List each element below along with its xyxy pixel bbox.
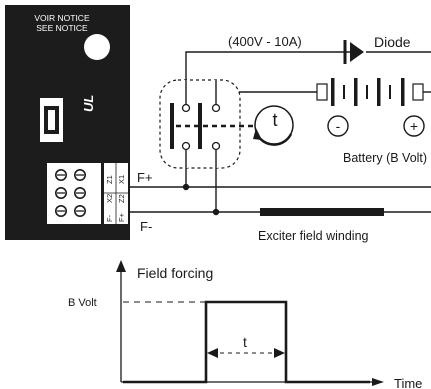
battery-symbol (316, 78, 424, 106)
fuse (40, 98, 63, 142)
terminal-label-x2: X2 (105, 194, 114, 203)
battery-minus-sign: - (336, 118, 341, 134)
terminal-block: F- X2 Z1 F+ Z2 X1 (47, 163, 128, 224)
terminal-label-z2: Z2 (117, 194, 126, 203)
notice-line2: SEE NOTICE (36, 23, 88, 33)
ul-mark-text: UL (81, 95, 96, 112)
y-axis-arrow (116, 260, 126, 272)
terminal-label-f-minus: F- (105, 214, 114, 222)
mounting-hole (84, 34, 110, 60)
x-axis-label: Time (394, 376, 422, 389)
timer-relay (159, 79, 274, 169)
notice-line1: VOIR NOTICE (34, 13, 90, 23)
diode-symbol (343, 40, 364, 64)
battery-minus-terminal: - (327, 115, 349, 137)
timer-icon: t (253, 105, 294, 146)
terminal-label-f-plus: F+ (117, 212, 126, 222)
pulse-width-arrow-left (207, 348, 218, 358)
graph-title: Field forcing (137, 265, 213, 281)
y-marker-label: B Volt (68, 297, 97, 309)
terminal-screws (54, 169, 87, 218)
diode-rating: (400V - 10A) (228, 34, 302, 49)
exciter-winding-bar (260, 208, 384, 216)
pulse-width-arrow-right (274, 348, 285, 358)
diode-label: Diode (374, 34, 411, 50)
timer-symbol: t (272, 110, 277, 130)
x-axis-arrow (372, 378, 384, 386)
battery-plus-sign: + (410, 118, 418, 134)
f-minus-label: F- (140, 219, 152, 234)
battery-label: Battery (B Volt) (343, 151, 427, 165)
pulse-width-label: t (243, 334, 247, 350)
terminal-label-x1: X1 (117, 175, 126, 184)
regulator-panel: VOIR NOTICE SEE NOTICE UL (5, 5, 130, 240)
exciter-winding-label: Exciter field winding (258, 229, 369, 243)
forcing-pulse (123, 300, 370, 384)
field-forcing-graph: Field forcing B Volt t Time (68, 260, 422, 389)
ul-certification-mark: UL (81, 95, 96, 112)
battery-plus-terminal: + (403, 115, 425, 137)
f-plus-label: F+ (137, 170, 153, 185)
junction-dots (182, 183, 220, 216)
terminal-label-z1: Z1 (105, 175, 114, 184)
